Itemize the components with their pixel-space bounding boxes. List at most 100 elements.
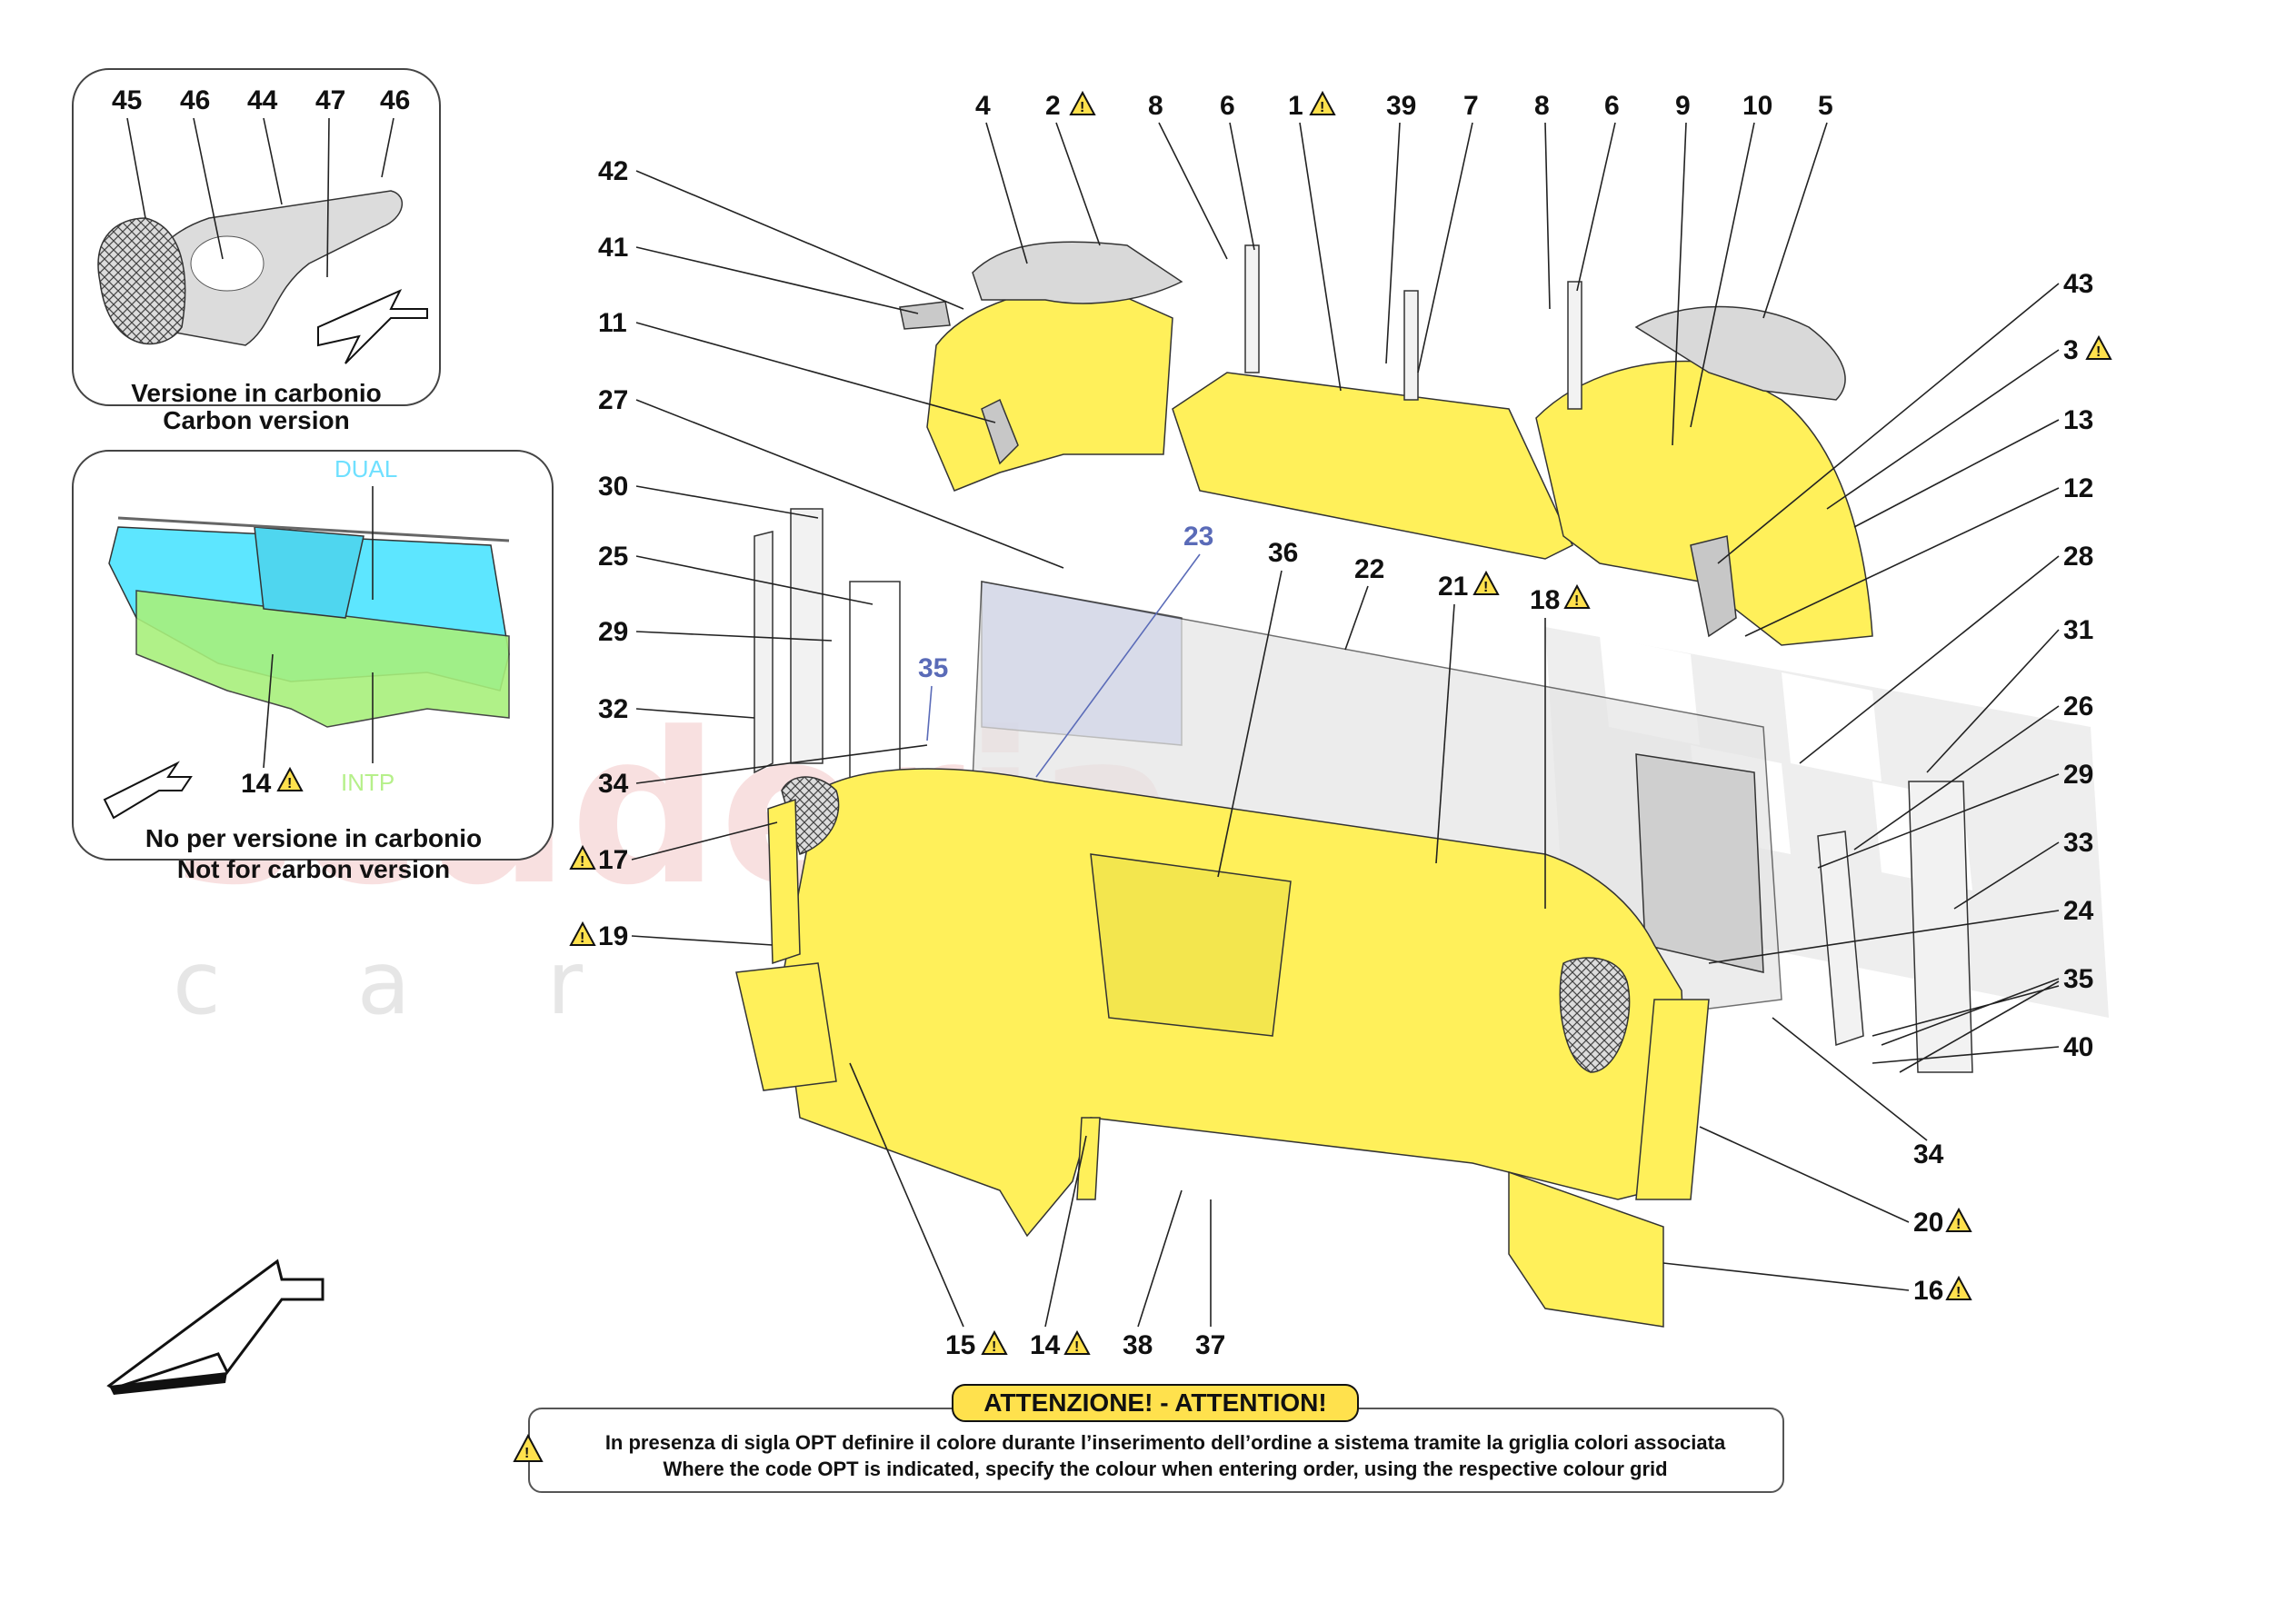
callout-29: 29 [598, 617, 628, 647]
callout-6: 6 [1220, 91, 1235, 121]
inset-carbon-caption-it: Versione in carbonio [131, 379, 381, 407]
callout-38: 38 [1123, 1330, 1153, 1360]
warning-icon: ! [1069, 90, 1096, 115]
inset-carbon-version: 45 46 44 47 46 Versione in carbonio Carb… [72, 68, 441, 434]
warning-icon: ! [1945, 1207, 1972, 1232]
svg-text:!: ! [2096, 344, 2101, 360]
main-parts-drawing [735, 241, 1973, 1328]
callout-29-b: 29 [2063, 760, 2093, 790]
attention-notice: ATTENZIONE! - ATTENTION! ! In presenza d… [513, 1384, 1784, 1493]
callout-25: 25 [598, 542, 628, 572]
callout-17: 17 [598, 845, 628, 875]
callout-21: 21 [1438, 572, 1468, 602]
callout-39: 39 [1386, 91, 1416, 121]
callout-8-b: 8 [1534, 91, 1550, 121]
warning-icon: ! [569, 844, 596, 870]
callout-12: 12 [2063, 473, 2093, 503]
callout-36: 36 [1268, 538, 1298, 568]
callout-13: 13 [2063, 405, 2093, 435]
svg-text:!: ! [1074, 1339, 1079, 1355]
svg-text:!: ! [287, 776, 292, 791]
callout-14: 14 [1030, 1330, 1061, 1360]
warning-icon: ! [276, 766, 304, 791]
callout-24: 24 [2063, 896, 2094, 926]
notice-title-badge [952, 1384, 1359, 1422]
inset-callout-14: 14 [241, 769, 272, 799]
callout-7: 7 [1463, 91, 1479, 121]
callout-2: 2 [1045, 91, 1061, 121]
svg-text:!: ! [1956, 1217, 1961, 1232]
warning-icon: ! [1563, 583, 1591, 609]
svg-text:!: ! [580, 930, 584, 946]
callout-9: 9 [1675, 91, 1691, 121]
callout-46-b: 46 [380, 85, 410, 115]
inset-standard-version: DUAL INTP 14 ! No per versione in carbon… [72, 450, 554, 883]
callout-47: 47 [315, 85, 345, 115]
warning-icon: ! [1309, 90, 1336, 115]
svg-text:!: ! [1080, 100, 1084, 115]
callout-40: 40 [2063, 1032, 2093, 1062]
inset-label-dual: DUAL [334, 455, 397, 483]
callout-3: 3 [2063, 335, 2079, 365]
svg-text:!: ! [1574, 593, 1579, 609]
callout-22: 22 [1354, 554, 1384, 584]
callout-4: 4 [975, 91, 991, 121]
svg-text:!: ! [992, 1339, 996, 1355]
warning-icon: ! [1945, 1275, 1972, 1300]
callout-33: 33 [2063, 828, 2093, 858]
svg-text:!: ! [1320, 100, 1324, 115]
callout-43: 43 [2063, 269, 2093, 299]
callout-27: 27 [598, 385, 628, 415]
direction-arrow [106, 1259, 324, 1395]
callout-6-b: 6 [1604, 91, 1620, 121]
callout-20: 20 [1913, 1208, 1943, 1238]
callout-35-b: 35 [2063, 964, 2093, 994]
callout-18: 18 [1530, 585, 1560, 615]
callout-31: 31 [2063, 615, 2093, 645]
callout-10: 10 [1742, 91, 1772, 121]
callout-19: 19 [598, 921, 628, 951]
callout-26: 26 [2063, 692, 2093, 721]
warning-icon: ! [569, 920, 596, 946]
callout-8: 8 [1148, 91, 1163, 121]
notice-line-it: In presenza di sigla OPT definire il col… [605, 1431, 1726, 1454]
callout-5: 5 [1818, 91, 1833, 121]
callout-42: 42 [598, 156, 628, 186]
svg-text:!: ! [524, 1446, 529, 1461]
callout-34-b: 34 [1913, 1139, 1944, 1169]
callout-15: 15 [945, 1330, 975, 1360]
callout-44: 44 [247, 85, 278, 115]
inset-standard-caption-it: No per versione in carbonio [145, 824, 482, 852]
callout-34: 34 [598, 769, 629, 799]
callouts-center: 23 35 36 22 21 ! 18 ! [918, 522, 1591, 909]
callouts-bottom: 15 ! 14 ! 38 37 [849, 1062, 1225, 1360]
callout-32: 32 [598, 694, 628, 724]
inset-label-intp: INTP [341, 769, 394, 796]
notice-line-en: Where the code OPT is indicated, specify… [663, 1458, 1667, 1480]
warning-icon: ! [2085, 334, 2112, 360]
callout-23: 23 [1183, 522, 1213, 552]
warning-icon: ! [513, 1433, 544, 1462]
callout-11: 11 [598, 308, 627, 338]
callout-45: 45 [112, 85, 142, 115]
warning-icon: ! [981, 1329, 1008, 1355]
notice-title: ATTENZIONE! - ATTENTION! [983, 1388, 1326, 1417]
callouts-top: 4 2 ! 8 6 1 ! 39 7 8 6 9 10 5 [975, 90, 1833, 446]
callout-35: 35 [918, 653, 948, 683]
callout-30: 30 [598, 472, 628, 502]
warning-icon: ! [1063, 1329, 1091, 1355]
inset-standard-caption-en: Not for carbon version [177, 855, 450, 883]
inset-carbon-caption-en: Carbon version [163, 406, 349, 434]
callout-16: 16 [1913, 1276, 1943, 1306]
svg-text:!: ! [1956, 1285, 1961, 1300]
callout-28: 28 [2063, 542, 2093, 572]
svg-text:!: ! [580, 854, 584, 870]
callout-37: 37 [1195, 1330, 1225, 1360]
callouts-right: 43 3 ! 13 12 28 31 26 29 33 24 35 40 34 … [1662, 269, 2112, 1306]
warning-icon: ! [1472, 570, 1500, 595]
callout-1: 1 [1288, 91, 1303, 121]
svg-text:!: ! [1483, 580, 1488, 595]
callout-41: 41 [598, 233, 628, 263]
